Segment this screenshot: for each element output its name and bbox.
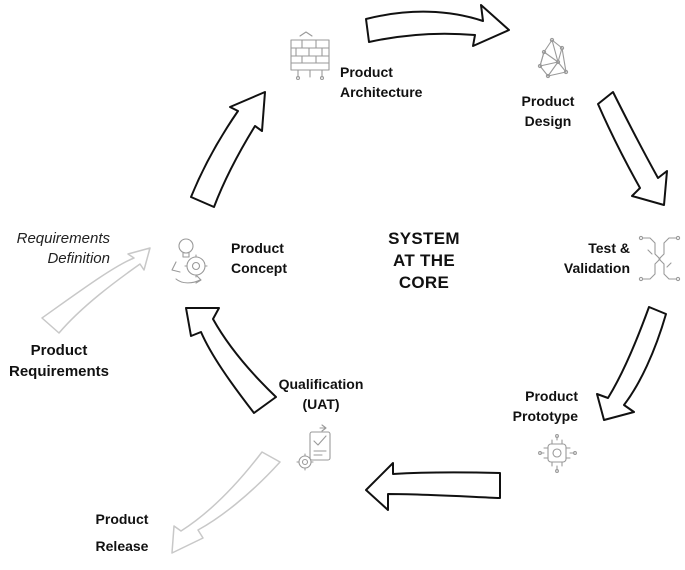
cycle-arrow-architecture-to-design [365, 4, 510, 47]
product-requirements-line-2: Requirements [8, 363, 110, 380]
stage-concept-line-1: Product [231, 240, 284, 256]
requirements-definition-label: Requirements Definition [4, 229, 110, 269]
stage-prototype-line-2: Prototype [512, 408, 578, 424]
stage-concept-line-2: Concept [231, 260, 287, 276]
stage-test-line-1: Test & [588, 240, 630, 256]
cycle-arrow-qualification-to-concept [185, 307, 277, 414]
stage-qualification-label: Qualification (UAT) [262, 374, 380, 414]
product-release-line-2: Release [95, 538, 149, 554]
test-circuit-icon [638, 235, 681, 282]
checklist-gear-icon [296, 424, 331, 471]
product-requirements-label: Product Requirements [4, 340, 114, 382]
gear-bulb-icon [171, 238, 208, 284]
stage-concept-label: Product Concept [231, 238, 287, 278]
cycle-arrow-prototype-to-qualification [365, 462, 501, 511]
stage-architecture-label: Product Architecture [340, 62, 422, 102]
product-release-line-1: Product [95, 511, 149, 527]
stage-prototype-label: Product Prototype [482, 386, 578, 426]
brick-wall-icon [290, 31, 330, 81]
stage-test-label: Test & Validation [536, 238, 630, 278]
stage-design-label: Product Design [508, 91, 588, 131]
product-requirements-line-1: Product [30, 342, 88, 359]
requirements-definition-line-2: Definition [47, 250, 110, 267]
product-release-label: Product Release [86, 506, 158, 560]
stage-test-line-2: Validation [563, 260, 630, 276]
prototype-circuit-icon [538, 434, 577, 473]
stage-prototype-line-1: Product [525, 388, 578, 404]
stage-design-line-2: Design [524, 113, 572, 129]
core-title: SYSTEM AT THE CORE [362, 228, 486, 294]
stage-qualification-line-2: (UAT) [302, 396, 340, 412]
requirements-definition-line-1: Requirements [16, 230, 110, 247]
output-arrow-qualification-to-release [171, 451, 281, 554]
input-arrow-requirements-to-concept [41, 247, 151, 334]
cycle-arrow-test-to-prototype [596, 306, 667, 421]
stage-design-line-1: Product [521, 93, 575, 109]
cycle-arrow-concept-to-architecture [190, 91, 266, 208]
core-title-line-3: CORE [398, 273, 450, 292]
stage-architecture-line-2: Architecture [340, 84, 423, 100]
core-title-line-1: SYSTEM [388, 229, 460, 248]
core-title-line-2: AT THE [393, 251, 455, 270]
stage-architecture-line-1: Product [340, 64, 393, 80]
cycle-arrow-design-to-test [597, 91, 668, 206]
polygon-mesh-icon [537, 37, 569, 79]
stage-qualification-line-1: Qualification [278, 376, 364, 392]
